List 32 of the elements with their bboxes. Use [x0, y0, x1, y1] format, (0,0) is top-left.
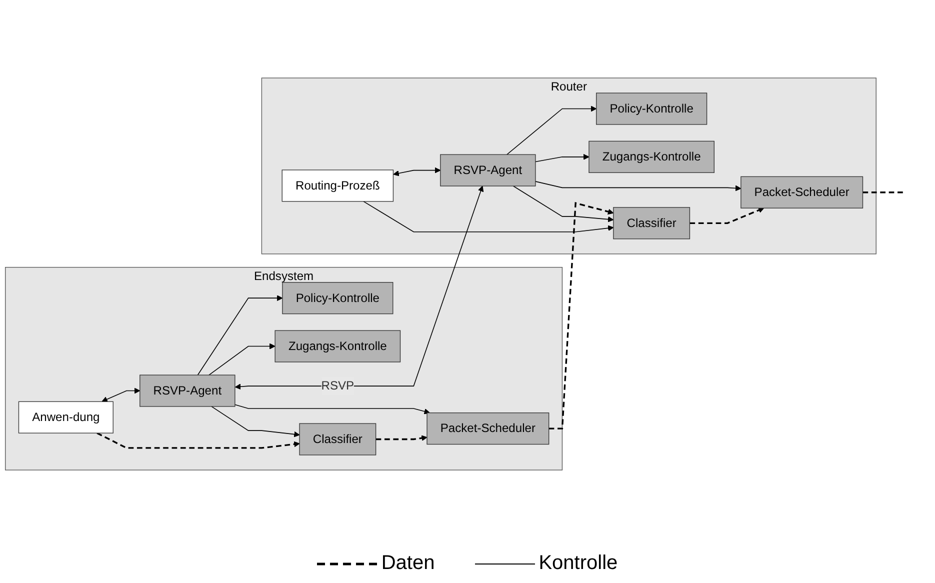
- node-box: Policy-Kontrolle: [596, 92, 708, 125]
- legend-label: Kontrolle: [538, 552, 618, 575]
- arrow: [512, 186, 614, 222]
- arrow: [208, 343, 276, 376]
- arrow: [363, 201, 614, 232]
- connector: [862, 192, 903, 194]
- arrow: [690, 207, 764, 224]
- arrow: [548, 202, 614, 430]
- arrow: [376, 435, 428, 441]
- arrow: [393, 167, 441, 176]
- arrow: [535, 154, 590, 162]
- edge-label: RSVP: [321, 379, 354, 392]
- arrow: [211, 406, 300, 438]
- node-box: Zugangs-Kontrolle: [274, 330, 401, 362]
- arrow: [234, 404, 430, 414]
- arrow: [506, 106, 597, 155]
- node-box: Packet-Scheduler: [740, 176, 864, 208]
- node-box: Classifier: [613, 207, 690, 240]
- arrow: [102, 388, 140, 402]
- node-box: RSVP-Agent: [440, 154, 536, 186]
- arrow: [535, 181, 742, 192]
- arrow: [234, 186, 484, 390]
- legend-label: Daten: [381, 552, 435, 575]
- node-box: Policy-Kontrolle: [282, 282, 394, 314]
- node-box: Anwen-dung: [18, 401, 114, 434]
- arrow: [96, 432, 300, 449]
- node-box: Routing-Prozeß: [282, 170, 394, 202]
- node-box: Packet-Scheduler: [426, 412, 550, 445]
- arrow: [197, 295, 283, 376]
- node-box: Zugangs-Kontrolle: [588, 140, 714, 173]
- node-box: Classifier: [299, 423, 376, 456]
- node-box: RSVP-Agent: [140, 374, 236, 407]
